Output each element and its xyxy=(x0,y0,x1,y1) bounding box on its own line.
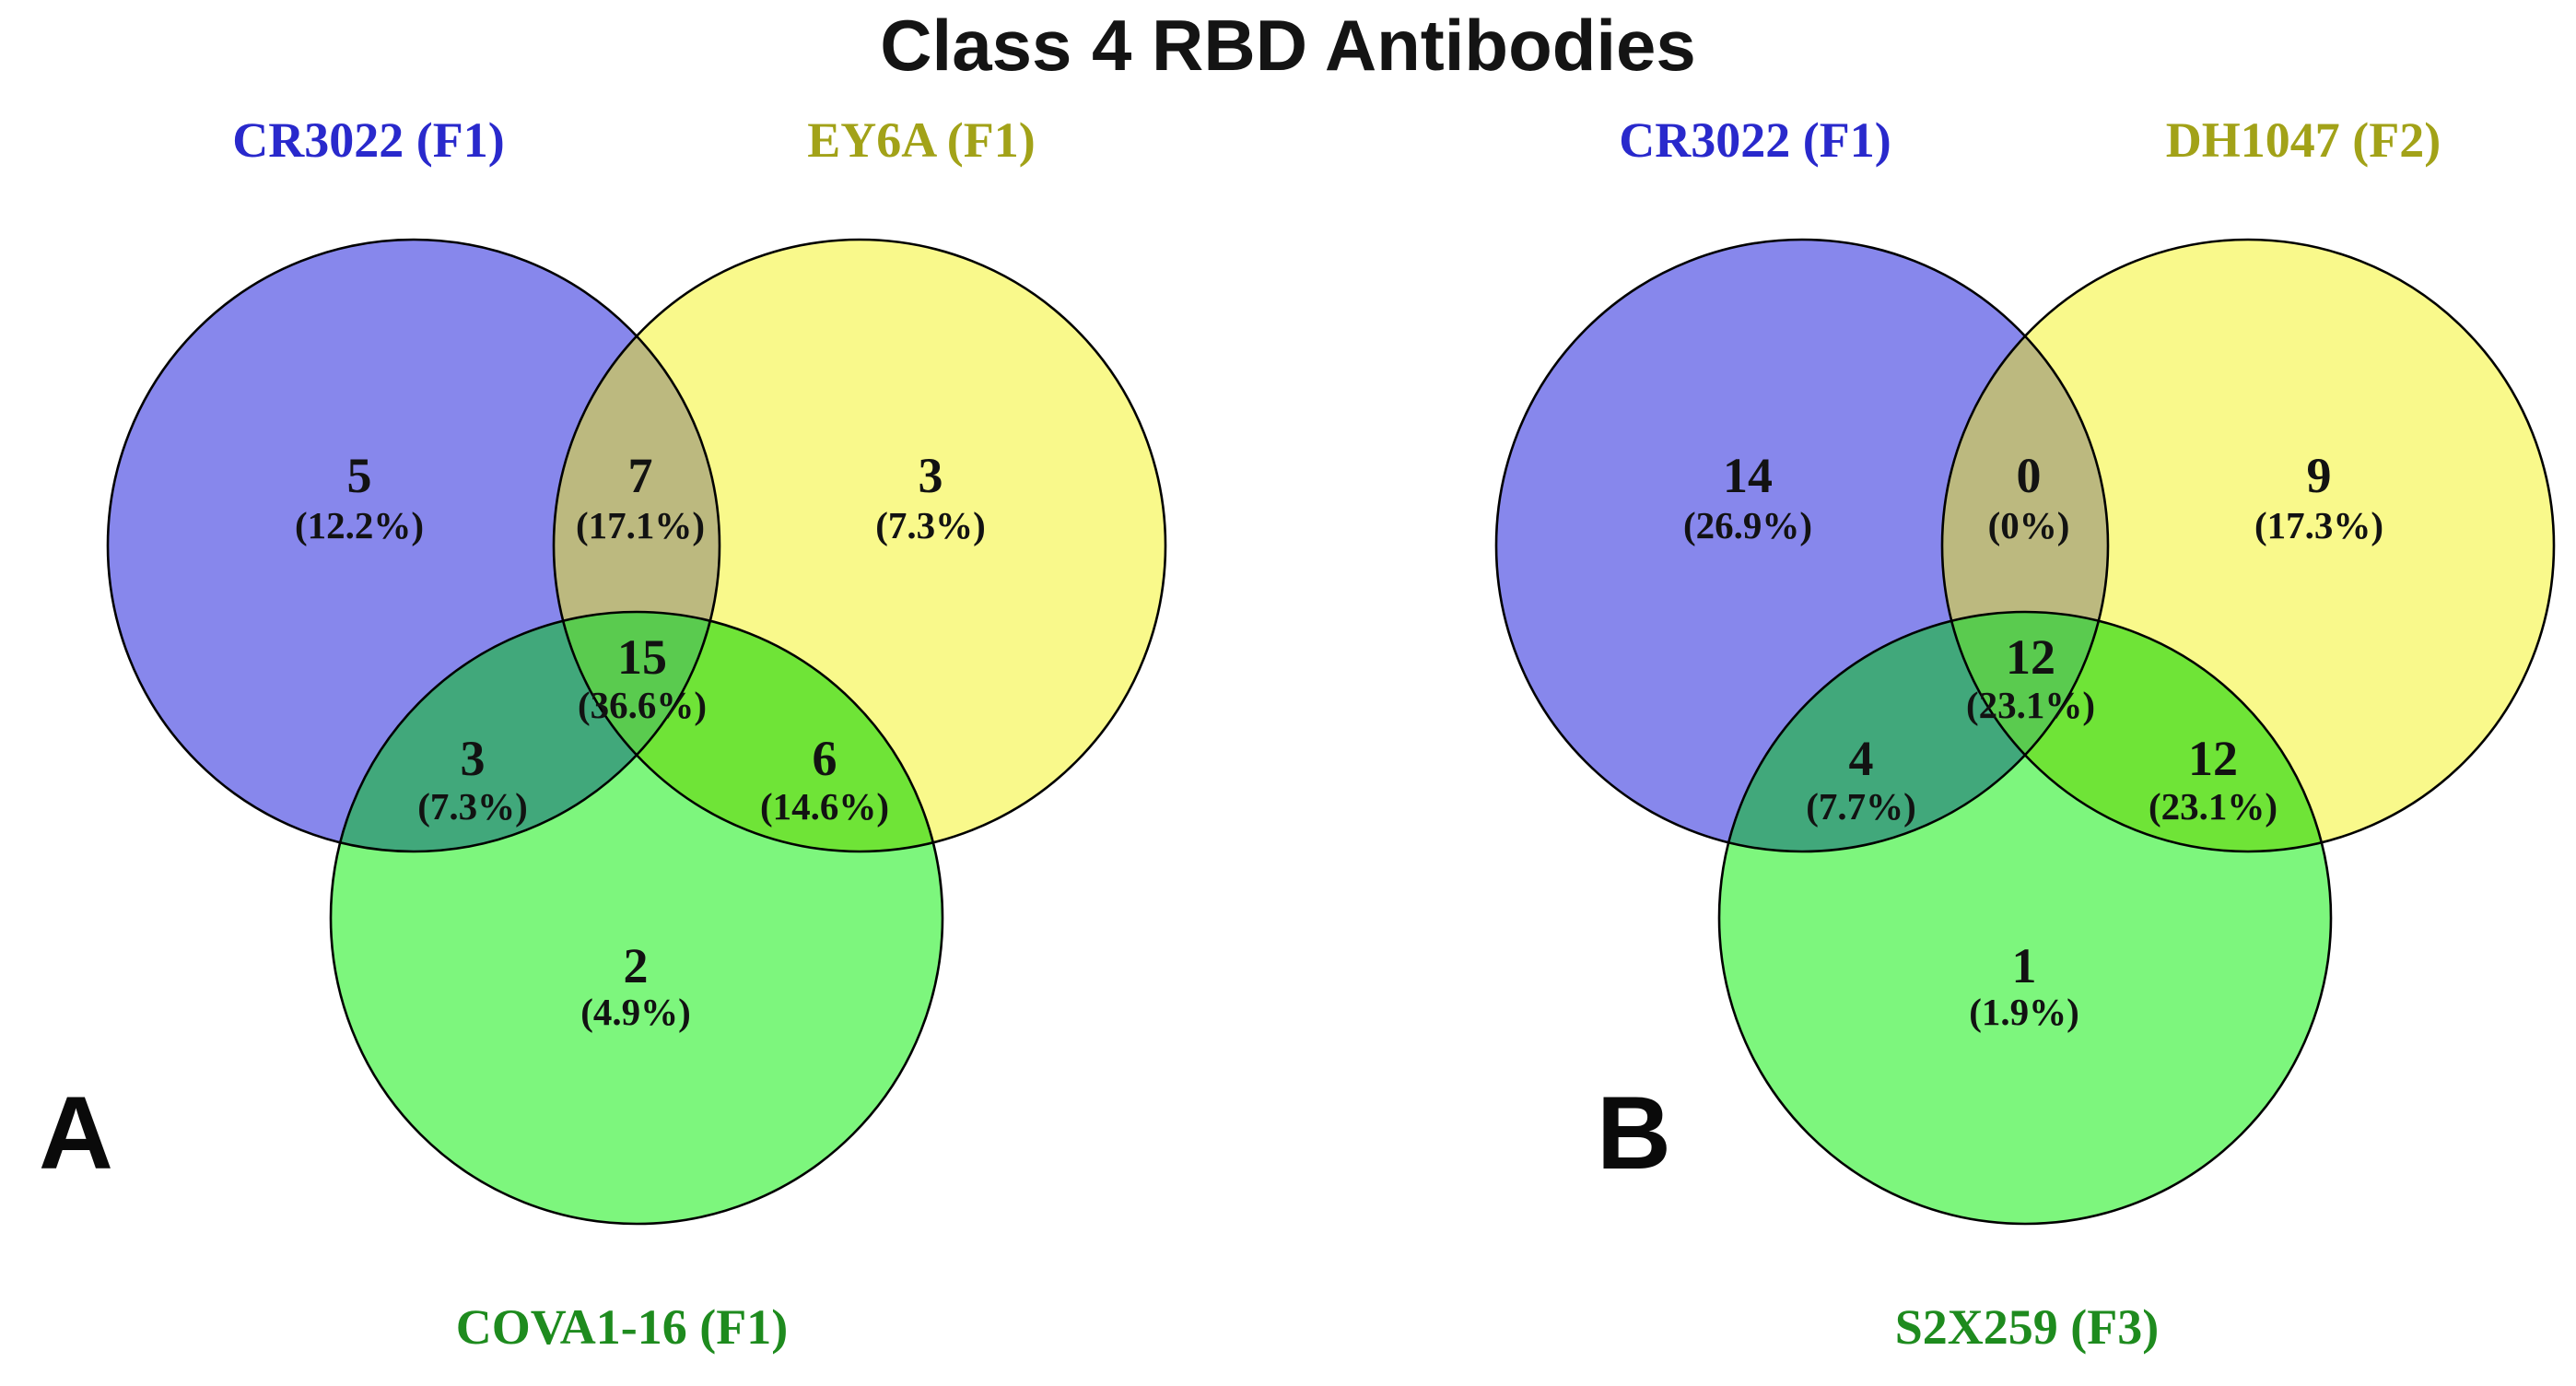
panel-b-region-pct-set3-only: (1.9%) xyxy=(1969,991,2079,1033)
panel-a-overlap-set1-set3 xyxy=(331,612,720,852)
panel-b-region-pct-set2-set3: (23.1%) xyxy=(2149,785,2277,828)
venn-panel-a: CR3022 (F1) EY6A (F1) COVA1-16 (F1) 5 (1… xyxy=(39,112,1167,1355)
panel-b-region-pct-set1-only: (26.9%) xyxy=(1683,504,1812,546)
panel-b-region-pct-set2-only: (17.3%) xyxy=(2254,504,2383,546)
panel-b-set3-circle-outline xyxy=(1717,610,2333,1226)
panel-a-letter: A xyxy=(39,1075,113,1191)
panel-a-overlap-set2-set3 xyxy=(554,612,943,852)
panel-a-region-pct-set2-set3: (14.6%) xyxy=(760,785,889,828)
panel-a-set1-circle-outline xyxy=(106,238,721,853)
panel-a-region-count-center: 15 xyxy=(617,629,667,685)
panel-a-region-pct-set1-set3: (7.3%) xyxy=(417,785,528,828)
panel-a-set1-label: CR3022 (F1) xyxy=(232,112,504,168)
panel-a-region-pct-set1-only: (12.2%) xyxy=(295,504,424,546)
panel-b-set2-label: DH1047 (F2) xyxy=(2166,112,2441,168)
panel-b-region-count-set2-only: 9 xyxy=(2307,448,2332,503)
panel-b-set2-circle-outline xyxy=(1940,238,2556,853)
panel-a-set2-circle-outline xyxy=(552,238,1167,853)
panel-a-region-pct-set3-only: (4.9%) xyxy=(580,991,691,1033)
panel-b-overlap-set2-set3 xyxy=(1942,612,2331,852)
panel-b-region-count-center: 12 xyxy=(2006,629,2055,685)
panel-b-letter: B xyxy=(1597,1075,1671,1191)
venn-panel-b: CR3022 (F1) DH1047 (F2) S2X259 (F3) 14 (… xyxy=(1494,112,2556,1355)
panel-a-set3-label: COVA1-16 (F1) xyxy=(456,1299,788,1355)
panel-a-set2-label: EY6A (F1) xyxy=(807,112,1035,168)
panel-a-region-pct-set1-set2: (17.1%) xyxy=(576,504,705,546)
panel-a-region-pct-set2-only: (7.3%) xyxy=(875,504,986,546)
panel-b-region-pct-set1-set3: (7.7%) xyxy=(1806,785,1916,828)
panel-b-overlap-set1-set3 xyxy=(1719,612,2108,852)
panel-b-set1-label: CR3022 (F1) xyxy=(1619,112,1891,168)
panel-b-region-count-set2-set3: 12 xyxy=(2188,731,2238,786)
panel-a-region-count-set3-only: 2 xyxy=(624,938,649,993)
panel-a-region-count-set2-only: 3 xyxy=(919,448,943,503)
panel-a-region-count-set2-set3: 6 xyxy=(813,731,837,786)
panel-a-region-pct-center: (36.6%) xyxy=(578,684,707,726)
panel-a-set3-circle-outline xyxy=(329,610,944,1226)
panel-b-region-count-set1-set2: 0 xyxy=(2017,448,2042,503)
panel-b-region-pct-center: (23.1%) xyxy=(1966,684,2095,726)
panel-b-region-count-set1-only: 14 xyxy=(1723,448,1773,503)
panel-b-region-count-set3-only: 1 xyxy=(2012,938,2037,993)
panel-b-set1-circle-outline xyxy=(1494,238,2110,853)
panel-b-region-count-set1-set3: 4 xyxy=(1849,731,1874,786)
panel-a-region-count-set1-only: 5 xyxy=(347,448,372,503)
panel-a-region-count-set1-set2: 7 xyxy=(628,448,653,503)
figure-title: Class 4 RBD Antibodies xyxy=(880,5,1696,86)
panel-b-region-pct-set1-set2: (0%) xyxy=(1988,504,2070,546)
panel-a-region-count-set1-set3: 3 xyxy=(461,731,486,786)
panel-b-set3-label: S2X259 (F3) xyxy=(1895,1299,2159,1355)
